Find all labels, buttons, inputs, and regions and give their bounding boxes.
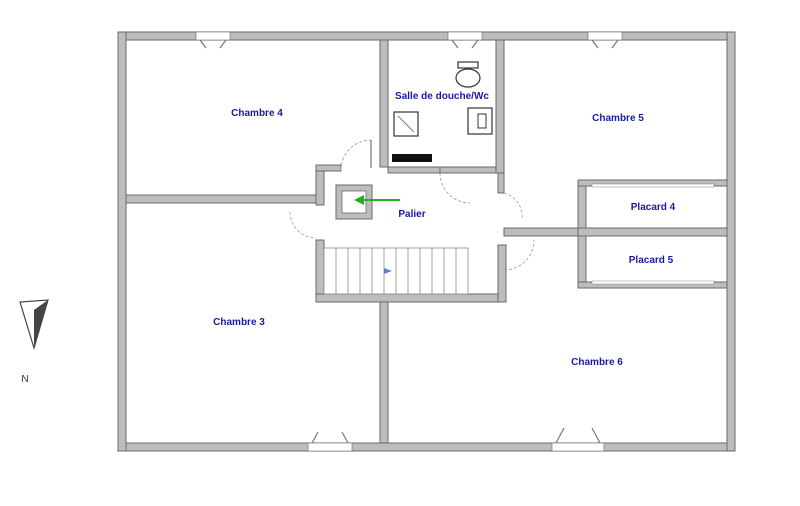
label-chambre-6: Chambre 6: [571, 357, 623, 368]
label-placard-5: Placard 5: [629, 255, 674, 266]
stair-direction-arrow: [384, 268, 392, 274]
label-chambre-4: Chambre 4: [231, 108, 283, 119]
bathroom-fixtures: [392, 61, 493, 162]
toilet-icon: [455, 61, 481, 88]
label-chambre-3: Chambre 3: [213, 317, 265, 328]
compass-label: N: [21, 374, 28, 385]
label-palier: Palier: [398, 209, 425, 220]
outer-walls: [117, 31, 736, 452]
sink-icon: [467, 107, 493, 135]
interior-walls: [125, 39, 728, 444]
doors: [289, 139, 535, 271]
label-chambre-5: Chambre 5: [592, 113, 644, 124]
shower-icon: [393, 111, 419, 137]
label-placard-4: Placard 4: [631, 202, 676, 213]
radiator-icon: [392, 154, 432, 162]
label-salle-de-douche: Salle de douche/Wc: [395, 91, 489, 102]
staircase: [323, 247, 469, 295]
green-arrow-icon: [354, 195, 400, 205]
north-arrow-icon: [19, 299, 49, 351]
window-sashes: [199, 39, 619, 444]
windows: [195, 31, 715, 452]
